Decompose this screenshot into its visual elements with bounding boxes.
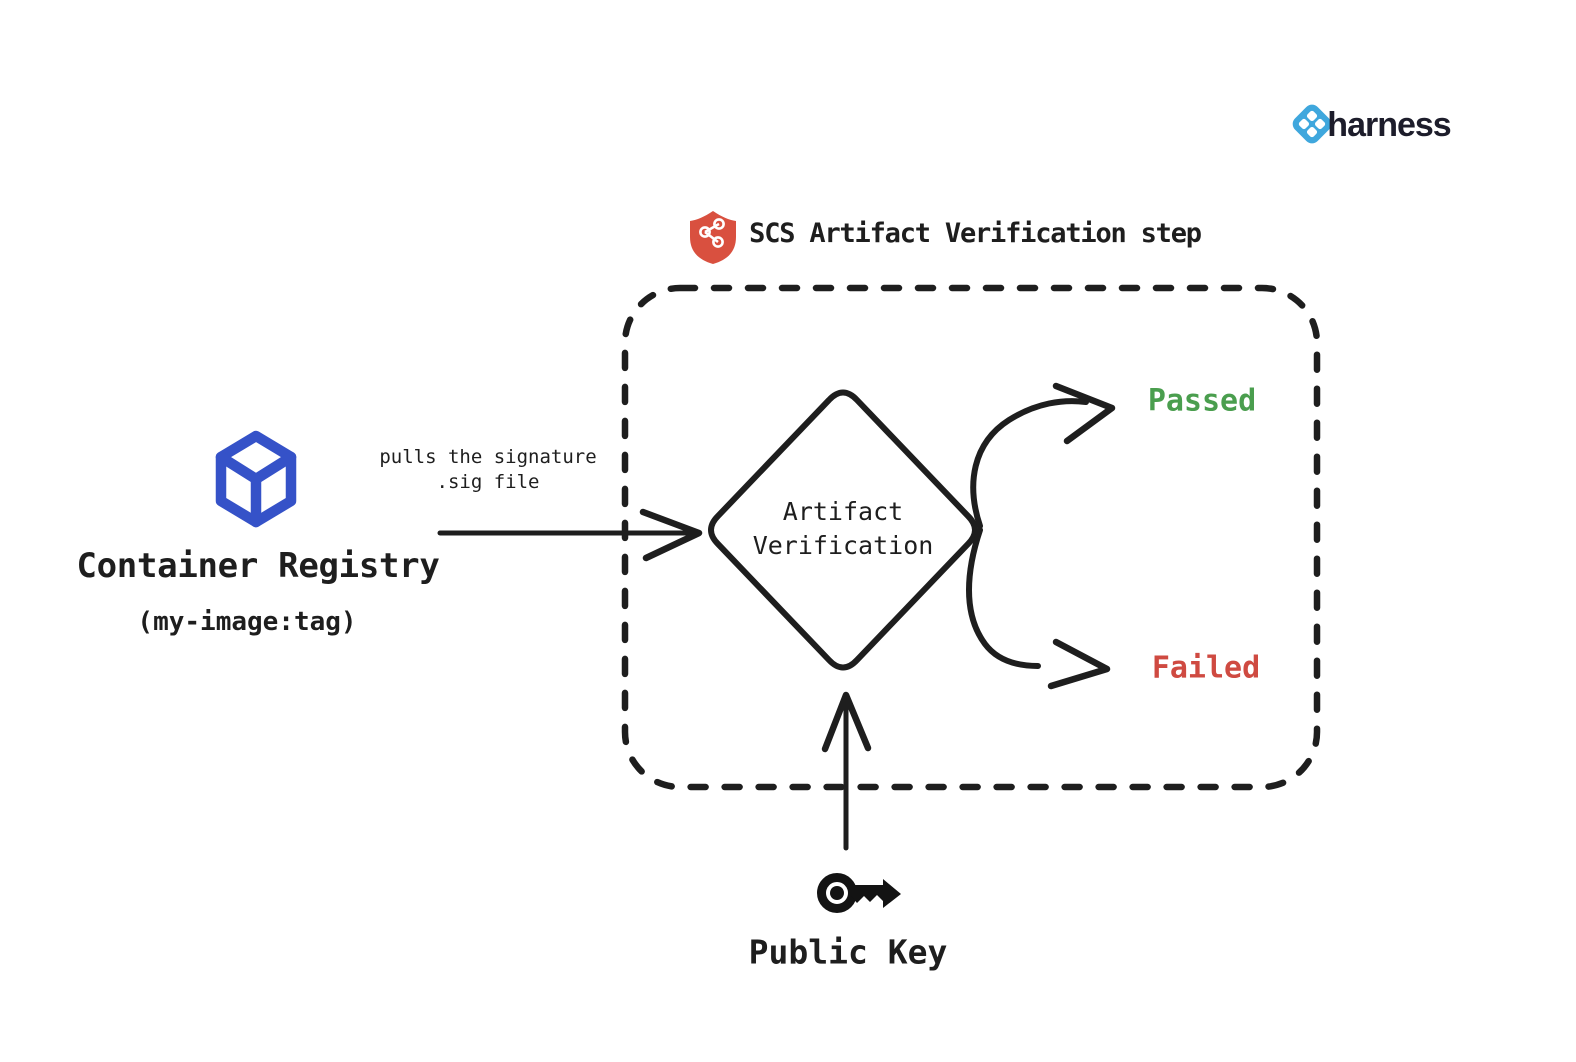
harness-logo-icon — [1292, 104, 1332, 144]
container-registry-label: Container Registry — [76, 545, 440, 586]
container-registry-sublabel: (my-image:tag) — [137, 606, 357, 637]
passed-branch-arrow — [970, 382, 1116, 529]
step-title: SCS Artifact Verification step — [749, 218, 1202, 250]
key-icon — [817, 873, 901, 913]
step-boundary-box — [621, 284, 1321, 791]
pull-edge-label: pulls the signature .sig file — [379, 445, 596, 495]
decision-label-line1: Artifact — [782, 497, 904, 526]
brand-wordmark: harness — [1327, 105, 1451, 144]
decision-label: Artifact Verification — [753, 495, 934, 563]
pull-edge-label-line2: .sig file — [436, 471, 540, 493]
outcome-failed-label: Failed — [1151, 650, 1261, 686]
shield-network-icon — [690, 211, 736, 264]
pull-edge-label-line1: pulls the signature — [379, 446, 597, 468]
pull-arrow — [437, 508, 703, 562]
outcome-passed-label: Passed — [1147, 383, 1257, 419]
decision-diamond — [708, 389, 978, 671]
decision-label-line2: Verification — [752, 531, 934, 560]
public-key-label: Public Key — [748, 932, 948, 972]
public-key-arrow — [821, 691, 872, 851]
failed-branch-arrow — [966, 527, 1111, 690]
cube-icon — [215, 430, 297, 528]
